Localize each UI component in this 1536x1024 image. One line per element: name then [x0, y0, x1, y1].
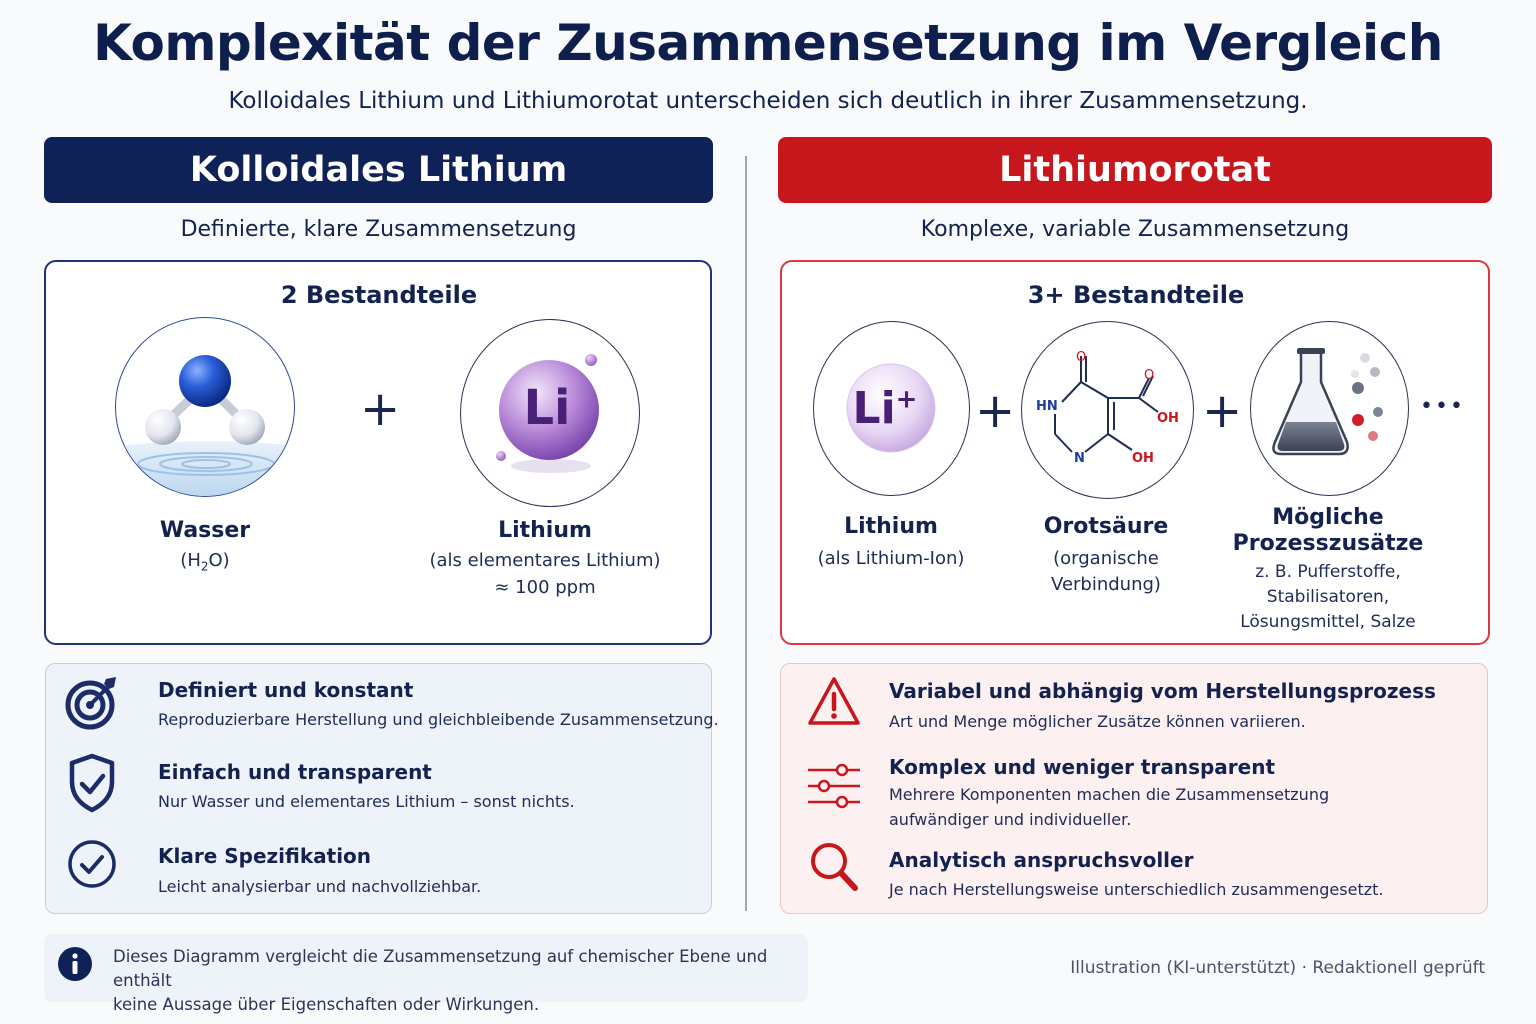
feature-title-defined: Definiert und konstant	[158, 678, 414, 702]
lithium-symbol: Li	[523, 380, 571, 436]
info-icon	[57, 946, 93, 986]
svg-text:OH: OH	[1132, 451, 1154, 466]
feature-title-variable: Variabel und abhängig vom Herstellungspr…	[889, 679, 1436, 703]
header-colloidal-lithium: Kolloidales Lithium	[44, 137, 713, 203]
feature-text-variable: Art und Menge möglicher Zusätze können v…	[889, 712, 1306, 731]
feature-text-simple: Nur Wasser und elementares Lithium – son…	[158, 792, 575, 811]
lithium-ion-symbol: Li+	[852, 383, 918, 434]
features-panel-left	[45, 663, 712, 914]
tagline-left: Definierte, klare Zusammensetzung	[180, 217, 577, 242]
feature-text-spec: Leicht analysierbar und nachvollziehbar.	[158, 877, 482, 896]
feature-text-defined: Reproduzierbare Herstellung und gleichbl…	[158, 710, 719, 729]
magnifier-icon	[808, 840, 860, 898]
component-label-lithium-ion: Lithium	[844, 514, 938, 539]
sliders-icon	[806, 760, 862, 814]
component-detail-lithium-ion: (als Lithium-Ion)	[817, 548, 965, 569]
target-icon	[64, 673, 120, 735]
illustration-credit: Illustration (KI-unterstützt) · Redaktio…	[1070, 958, 1485, 978]
component-detail-orotic-acid: (organische Verbindung)	[1051, 548, 1161, 595]
more-components-ellipsis: •••	[1420, 394, 1465, 419]
orotic-acid-structure-icon: O O OH HN N OH	[1021, 321, 1194, 499]
component-label-orotic-acid: Orotsäure	[1043, 514, 1169, 539]
svg-text:N: N	[1074, 451, 1085, 466]
water-molecule-icon	[115, 317, 295, 497]
shield-check-icon	[66, 752, 118, 818]
header-lithium-orotate: Lithiumorotat	[778, 137, 1492, 203]
component-concentration-lithium: ≈ 100 ppm	[494, 577, 596, 598]
component-label-lithium: Lithium	[498, 518, 592, 543]
lithium-ion-icon	[813, 321, 970, 496]
feature-title-analytic: Analytisch anspruchsvoller	[889, 848, 1194, 872]
center-divider	[745, 156, 747, 911]
component-detail-water: (H2O)	[180, 550, 230, 574]
disclaimer-note	[44, 934, 808, 1002]
page-title: Komplexität der Zusammensetzung im Vergl…	[93, 14, 1443, 72]
plus-sign-right-2: +	[1202, 383, 1243, 439]
feature-title-spec: Klare Spezifikation	[158, 844, 372, 868]
component-count-left: 2 Bestandteile	[280, 281, 478, 309]
plus-sign-left: +	[360, 381, 401, 437]
page-subtitle: Kolloidales Lithium und Lithiumorotat un…	[228, 88, 1308, 114]
lithium-sphere-icon	[460, 319, 640, 507]
component-detail-lithium: (als elementares Lithium)	[429, 550, 661, 571]
svg-text:OH: OH	[1157, 411, 1179, 426]
svg-text:O: O	[1076, 350, 1086, 365]
svg-text:HN: HN	[1036, 399, 1058, 414]
component-label-water: Wasser	[159, 518, 251, 543]
svg-text:O: O	[1144, 368, 1154, 383]
feature-title-simple: Einfach und transparent	[158, 760, 432, 784]
tagline-right: Komplexe, variable Zusammensetzung	[920, 217, 1350, 242]
feature-title-complex: Komplex und weniger transparent	[889, 755, 1276, 779]
component-count-right: 3+ Bestandteile	[1027, 281, 1245, 309]
disclaimer-text: Dieses Diagramm vergleicht die Zusammens…	[113, 947, 768, 1014]
check-circle-icon	[66, 838, 118, 894]
feature-text-complex: Mehrere Komponenten machen die Zusammens…	[889, 785, 1330, 829]
component-detail-additives: z. B. Pufferstoffe, Stabilisatoren, Lösu…	[1240, 562, 1416, 632]
flask-icon	[1250, 321, 1409, 496]
warning-triangle-icon	[806, 674, 862, 734]
plus-sign-right-1: +	[975, 383, 1016, 439]
features-panel-right	[780, 663, 1488, 914]
feature-text-analytic: Je nach Herstellungsweise unterschiedlic…	[889, 880, 1384, 899]
